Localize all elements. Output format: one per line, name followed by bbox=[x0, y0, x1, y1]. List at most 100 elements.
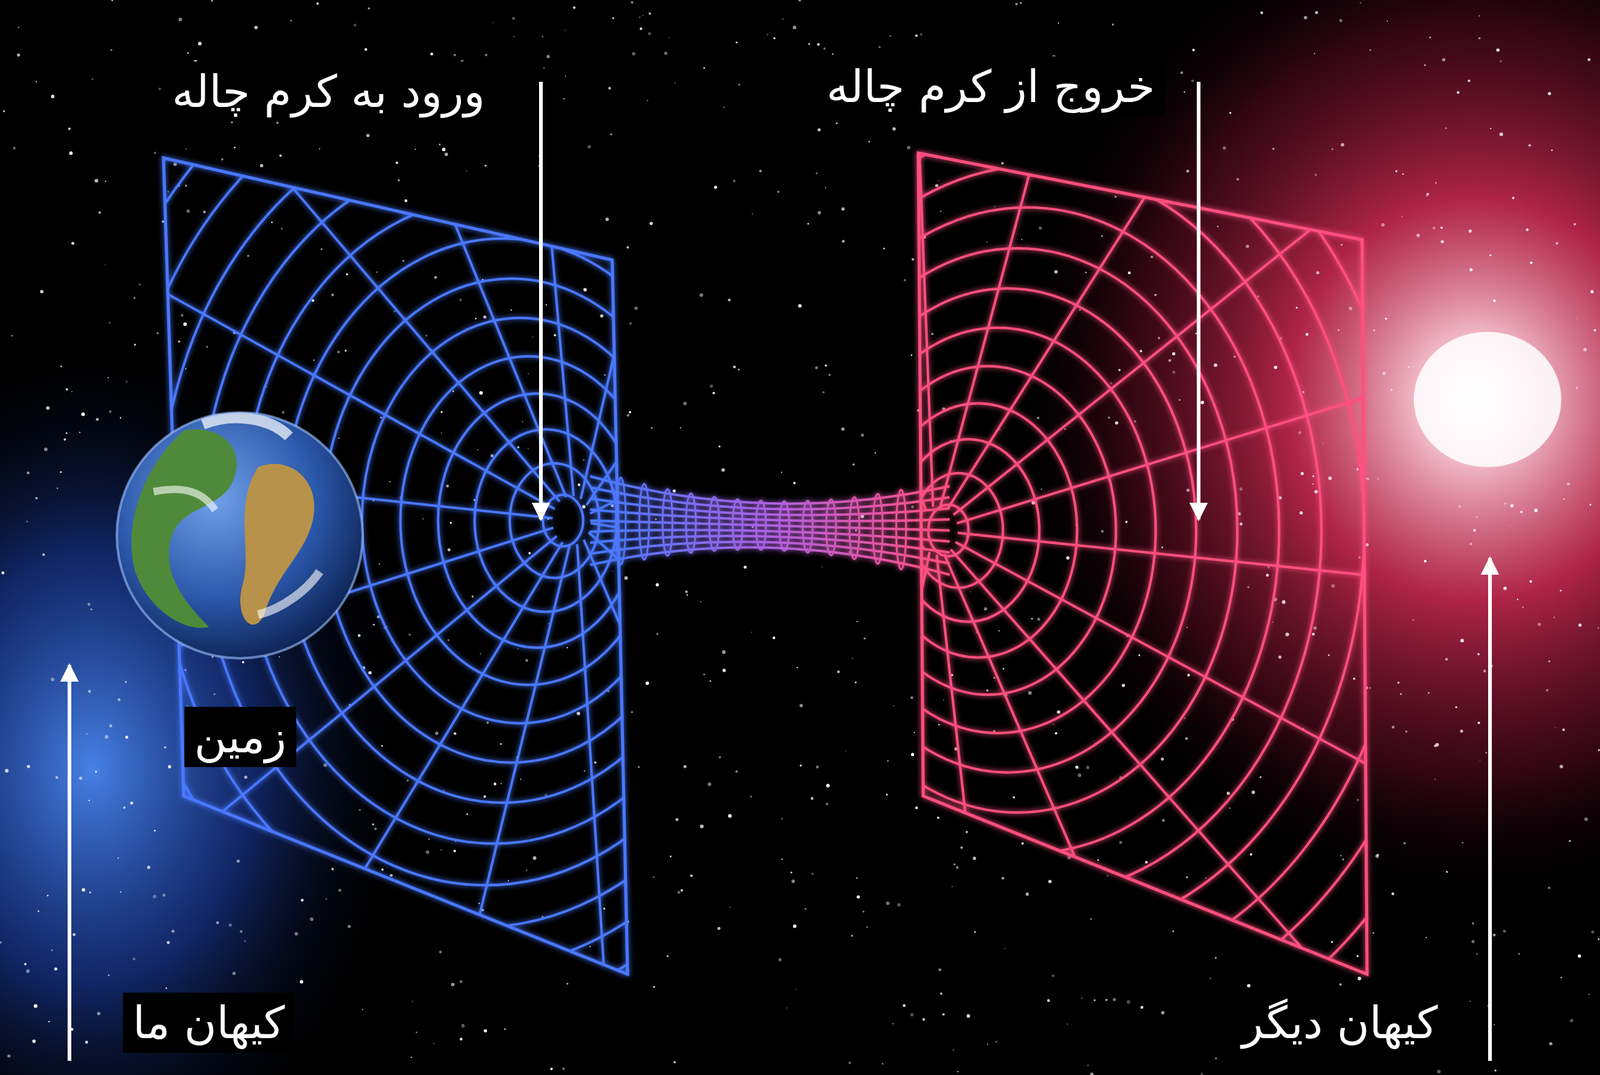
star bbox=[897, 902, 902, 907]
star bbox=[1105, 998, 1108, 1002]
star bbox=[492, 22, 494, 24]
star bbox=[443, 789, 445, 792]
star bbox=[364, 47, 367, 51]
star bbox=[837, 670, 840, 674]
star bbox=[59, 470, 62, 473]
star bbox=[1373, 329, 1376, 332]
star bbox=[1542, 362, 1544, 364]
star bbox=[499, 743, 502, 745]
star bbox=[1547, 92, 1551, 96]
star bbox=[612, 17, 615, 20]
star bbox=[380, 416, 383, 419]
star bbox=[1478, 37, 1481, 40]
star bbox=[856, 877, 859, 879]
star bbox=[1192, 48, 1195, 52]
star bbox=[1403, 842, 1406, 845]
star bbox=[362, 1009, 364, 1011]
star bbox=[449, 521, 452, 524]
star bbox=[631, 52, 636, 56]
star bbox=[1186, 626, 1188, 629]
star bbox=[414, 148, 417, 150]
star bbox=[56, 487, 58, 489]
star bbox=[1435, 182, 1437, 184]
star bbox=[164, 746, 167, 749]
star bbox=[815, 366, 819, 370]
star bbox=[594, 761, 597, 765]
star bbox=[1522, 606, 1524, 608]
star bbox=[459, 1037, 463, 1041]
star bbox=[707, 782, 712, 787]
star bbox=[26, 969, 31, 974]
star bbox=[484, 164, 487, 167]
star bbox=[655, 518, 658, 521]
star bbox=[797, 304, 802, 308]
star bbox=[1186, 169, 1190, 173]
star bbox=[1322, 443, 1325, 445]
star bbox=[412, 1000, 414, 1002]
star bbox=[278, 656, 280, 658]
grid-ring bbox=[681, 37, 1451, 1024]
star bbox=[835, 122, 838, 125]
star bbox=[525, 869, 528, 872]
star bbox=[587, 145, 591, 149]
star bbox=[1233, 355, 1237, 358]
star bbox=[811, 872, 814, 875]
star bbox=[1593, 328, 1597, 332]
star bbox=[1449, 390, 1452, 393]
star bbox=[690, 874, 693, 878]
star bbox=[610, 504, 615, 508]
star bbox=[527, 448, 529, 450]
star bbox=[1425, 936, 1427, 938]
star bbox=[1111, 23, 1114, 26]
star bbox=[974, 931, 976, 933]
star bbox=[1497, 459, 1501, 463]
star bbox=[1215, 1057, 1218, 1060]
star bbox=[1051, 974, 1055, 978]
star bbox=[87, 602, 91, 607]
star bbox=[1576, 386, 1579, 390]
star bbox=[504, 1028, 506, 1031]
star bbox=[1213, 363, 1218, 367]
star bbox=[1386, 20, 1388, 22]
star bbox=[673, 1061, 676, 1064]
star bbox=[1168, 358, 1172, 363]
star bbox=[781, 471, 783, 473]
star bbox=[65, 388, 69, 391]
star bbox=[510, 309, 513, 312]
star bbox=[1590, 290, 1594, 294]
star bbox=[842, 239, 846, 243]
throat-ring bbox=[615, 477, 626, 565]
star bbox=[65, 432, 68, 434]
star bbox=[1002, 668, 1005, 670]
star bbox=[371, 823, 374, 826]
star bbox=[782, 18, 784, 20]
throat-ring bbox=[662, 489, 673, 557]
star bbox=[1158, 336, 1161, 340]
star bbox=[1477, 721, 1481, 725]
star bbox=[133, 296, 136, 299]
star bbox=[679, 427, 682, 429]
star bbox=[1249, 853, 1253, 856]
star bbox=[51, 949, 53, 951]
star bbox=[1097, 859, 1100, 862]
star bbox=[1314, 11, 1318, 15]
star bbox=[395, 161, 399, 165]
star bbox=[433, 1043, 435, 1045]
star bbox=[624, 576, 629, 581]
star bbox=[781, 817, 784, 820]
star bbox=[642, 14, 645, 16]
star bbox=[186, 209, 190, 213]
star bbox=[1064, 428, 1066, 430]
star bbox=[1314, 52, 1316, 55]
star bbox=[1555, 242, 1559, 246]
star bbox=[808, 43, 811, 46]
star bbox=[1161, 546, 1163, 549]
star bbox=[1217, 226, 1219, 228]
star bbox=[1434, 778, 1436, 781]
star bbox=[7, 1054, 11, 1058]
star bbox=[1295, 306, 1298, 309]
star bbox=[646, 99, 649, 102]
star bbox=[51, 94, 55, 99]
grid-spoke bbox=[504, 123, 923, 519]
